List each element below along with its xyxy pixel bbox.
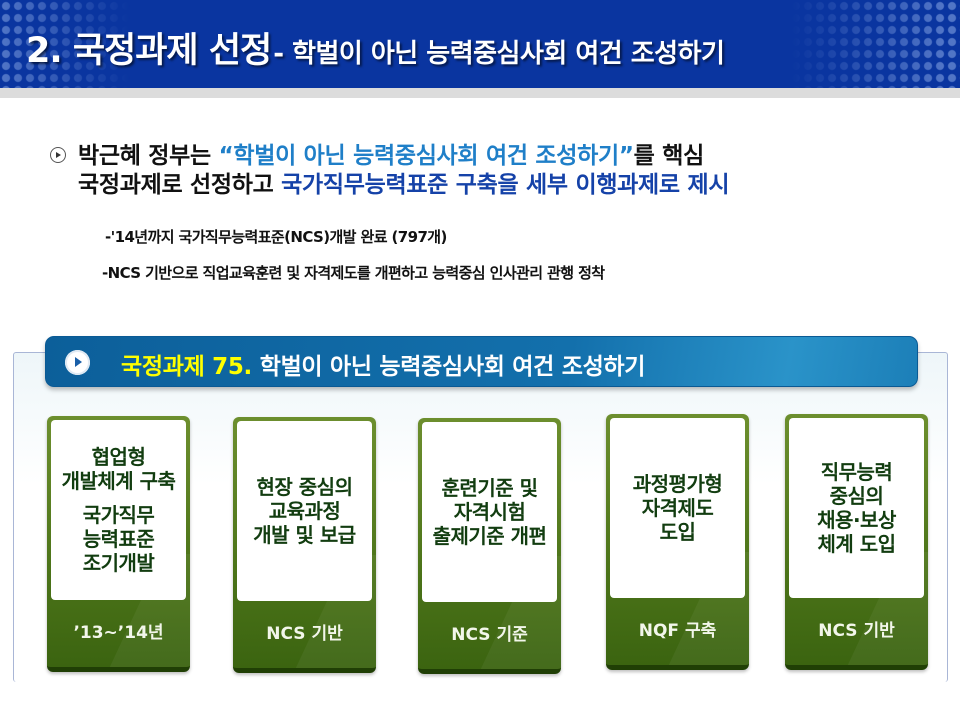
task-banner: 국정과제 75. 학벌이 아닌 능력중심사회 여건 조성하기 (45, 336, 918, 387)
card-footer: NQF 구축 (638, 621, 717, 641)
card-line: 도입 (659, 520, 696, 544)
card-footer: NCS 기반 (266, 624, 343, 644)
card-line: 출제기준 개편 (432, 524, 547, 548)
card-line: 채용·보상 (817, 508, 896, 532)
card-body: 과정평가형 자격제도 도입 (610, 418, 745, 598)
task-banner-title: 국정과제 75. 학벌이 아닌 능력중심사회 여건 조성하기 (121, 347, 645, 381)
card-body: 협업형 개발체계 구축 국가직무 능력표준 조기개발 (51, 420, 186, 600)
card-line: 능력표준 (82, 527, 155, 551)
text-highlight-task: 국가직무능력표준 구축을 세부 이행과제로 제시 (281, 172, 730, 198)
decorative-dots-left (0, 0, 130, 88)
card-line: 중심의 (829, 484, 884, 508)
main-bullet-line-1: 박근혜 정부는 “학벌이 아닌 능력중심사회 여건 조성하기”를 핵심 (78, 142, 958, 171)
card-line: 국가직무 (82, 503, 155, 527)
header-divider-band (0, 88, 960, 98)
card-body: 현장 중심의 교육과정 개발 및 보급 (237, 421, 372, 601)
card-line: 과정평가형 (632, 472, 723, 496)
text-plain: 박근혜 정부는 (78, 143, 219, 169)
sub-item-ncs-reform: -NCS 기반으로 직업교육훈련 및 자격제도를 개편하고 능력중심 인사관리 … (102, 264, 605, 282)
card-line: 훈련기준 및 (441, 476, 538, 500)
card-footer: NCS 기반 (818, 621, 895, 641)
text-highlight-quote: “학벌이 아닌 능력중심사회 여건 조성하기” (218, 143, 634, 169)
card-line: 개발 및 보급 (253, 523, 356, 547)
slide-header: 2. 국정과제 선정- 학벌이 아닌 능력중심사회 여건 조성하기 (0, 0, 960, 88)
card-qualification-system: 과정평가형 자격제도 도입 NQF 구축 (606, 414, 749, 670)
card-line: 협업형 (91, 445, 146, 469)
sub-item-ncs-development: -'14년까지 국가직무능력표준(NCS)개발 완료 (797개) (105, 228, 447, 246)
card-collaborative-development: 협업형 개발체계 구축 국가직무 능력표준 조기개발 ’13~’14년 (47, 416, 190, 672)
card-training-standards: 훈련기준 및 자격시험 출제기준 개편 NCS 기준 (418, 418, 561, 674)
card-line: 체계 도입 (817, 532, 896, 556)
slide-title-sub: - 학벌이 아닌 능력중심사회 여건 조성하기 (273, 39, 725, 69)
card-line: 현장 중심의 (256, 475, 353, 499)
card-line: 직무능력 (820, 460, 893, 484)
card-line: 조기개발 (82, 551, 155, 575)
card-curriculum: 현장 중심의 교육과정 개발 및 보급 NCS 기반 (233, 417, 376, 673)
task-number: 국정과제 75. (121, 354, 252, 380)
main-bullet-line-2: 국정과제로 선정하고 국가직무능력표준 구축을 세부 이행과제로 제시 (78, 171, 958, 200)
decorative-dots-right (790, 0, 960, 88)
card-body: 직무능력 중심의 채용·보상 체계 도입 (789, 418, 924, 598)
card-line: 개발체계 구축 (61, 469, 176, 493)
card-footer: ’13~’14년 (73, 623, 164, 643)
circle-play-icon (50, 147, 66, 163)
text-plain: 국정과제로 선정하고 (78, 172, 282, 198)
card-hiring-compensation: 직무능력 중심의 채용·보상 체계 도입 NCS 기반 (785, 414, 928, 670)
card-line: 자격제도 (641, 496, 714, 520)
play-circle-icon (65, 350, 90, 375)
task-title: 학벌이 아닌 능력중심사회 여건 조성하기 (252, 354, 646, 380)
card-body: 훈련기준 및 자격시험 출제기준 개편 (422, 422, 557, 602)
slide-title-main: 2. 국정과제 선정 (26, 31, 272, 71)
text-plain: 를 핵심 (633, 143, 705, 169)
slide-title: 2. 국정과제 선정- 학벌이 아닌 능력중심사회 여건 조성하기 (26, 22, 725, 73)
card-line: 자격시험 (453, 500, 526, 524)
card-line: 교육과정 (268, 499, 341, 523)
card-footer: NCS 기준 (451, 625, 528, 645)
main-bullet-text: 박근혜 정부는 “학벌이 아닌 능력중심사회 여건 조성하기”를 핵심 국정과제… (78, 142, 958, 200)
